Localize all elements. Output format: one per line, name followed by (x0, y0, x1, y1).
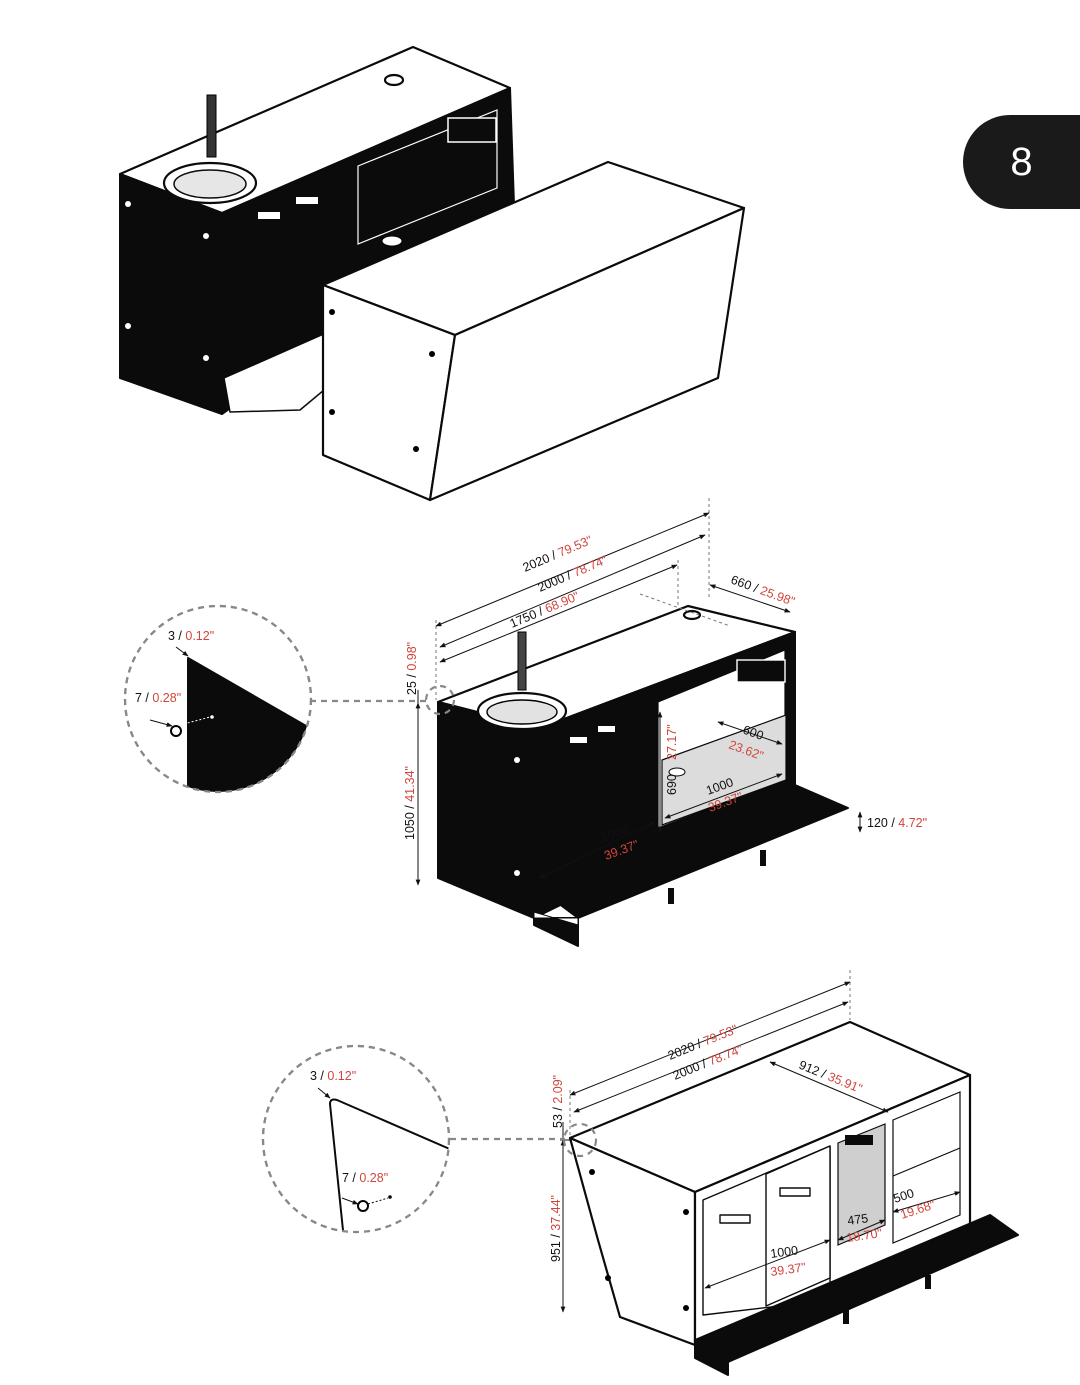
front-detail-inset: 7 / 0.28" (135, 691, 181, 705)
front-dim-height: 1050 / 41.34" (403, 766, 417, 840)
page-number: 8 (1010, 140, 1033, 184)
rear-dim-shelf-depth: 500 (892, 1186, 916, 1206)
front-dim-sink-offset: 1750 / 68.90" (508, 589, 582, 631)
front-detail-edge: 3 / 0.12" (168, 629, 214, 643)
exploded-counter (321, 160, 746, 502)
rear-dim-panel-width-in: 18.70" (845, 1226, 882, 1245)
front-dim-step-height: 120 / 4.72" (867, 816, 927, 830)
rear-dim-height: 951 / 37.44" (549, 1195, 563, 1262)
front-view: 2020 / 79.53" 2000 / 78.74" 1750 / 68.90… (403, 498, 927, 947)
rear-dim-top-thickness: 53 / 2.09" (551, 1075, 565, 1128)
rear-dim-drawer-width-in: 39.37" (769, 1260, 806, 1279)
rear-detail-inset: 7 / 0.28" (342, 1171, 388, 1185)
rear-detail-edge: 3 / 0.12" (310, 1069, 356, 1083)
front-dim-top-thickness: 25 / 0.98" (405, 642, 419, 695)
rear-view: 2020 / 79.53" 2000 / 78.74" 912 / 35.91"… (549, 970, 1019, 1376)
front-dim-opening-height: 690 (665, 774, 679, 795)
rear-detail-callout: 3 / 0.12" 7 / 0.28" (261, 1044, 598, 1234)
front-dim-opening-height-in: 27.17" (665, 724, 679, 760)
front-dim-opening-depth: 600 (741, 723, 765, 743)
rear-dim-drawer-width: 1000 (769, 1243, 799, 1261)
rear-dim-panel-width: 475 (846, 1211, 869, 1228)
page-number-badge: 8 (963, 115, 1080, 209)
exploded-view (118, 45, 746, 502)
